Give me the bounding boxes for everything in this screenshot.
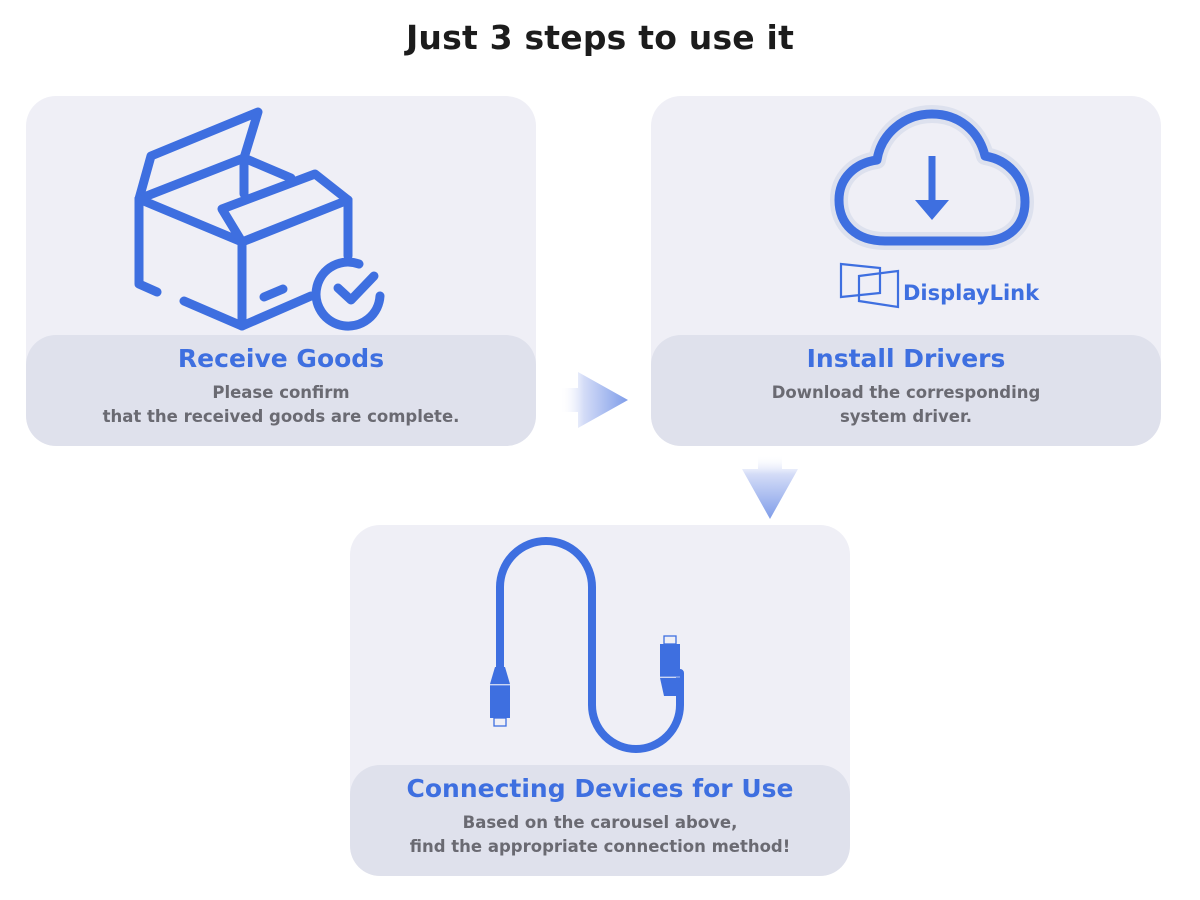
- step-description-line: Please confirm: [212, 383, 350, 402]
- step-description: Based on the carousel above, find the ap…: [350, 811, 850, 859]
- step-description-line: that the received goods are complete.: [102, 407, 460, 426]
- step-description: Download the corresponding system driver…: [651, 381, 1161, 429]
- step-card-install-drivers: DisplayLink Install Drivers Download the…: [651, 96, 1161, 446]
- open-box-check-icon: [134, 107, 385, 331]
- step-title: Receive Goods: [177, 344, 385, 373]
- arrow-down-icon: [742, 455, 798, 519]
- step-description-line: Based on the carousel above,: [462, 813, 738, 832]
- usb-c-plug-right: [660, 635, 680, 696]
- step-caption: Connecting Devices for Use Based on the …: [350, 765, 850, 876]
- step-caption: Receive Goods Please confirm that the re…: [26, 335, 536, 446]
- step-description-line: find the appropriate connection method!: [409, 837, 791, 856]
- page-title: Just 3 steps to use it: [405, 18, 795, 57]
- usb-c-cable-icon: [490, 537, 684, 753]
- step-description: Please confirm that the received goods a…: [26, 381, 536, 429]
- step-description-line: Download the corresponding: [771, 383, 1041, 402]
- displaylink-logo: DisplayLink: [839, 262, 1040, 309]
- arrow-right-icon: [560, 372, 628, 428]
- displaylink-logo-text: DisplayLink: [903, 281, 1040, 305]
- step-caption: Install Drivers Download the correspondi…: [651, 335, 1161, 446]
- step-description-line: system driver.: [839, 407, 973, 426]
- step-title: Connecting Devices for Use: [406, 774, 794, 803]
- step-title: Install Drivers: [806, 344, 1006, 373]
- cloud-download-icon: DisplayLink: [830, 105, 1040, 309]
- step-card-receive-goods: Receive Goods Please confirm that the re…: [26, 96, 536, 446]
- step-card-connecting-devices: Connecting Devices for Use Based on the …: [350, 525, 850, 876]
- usb-c-plug-left: [490, 667, 510, 727]
